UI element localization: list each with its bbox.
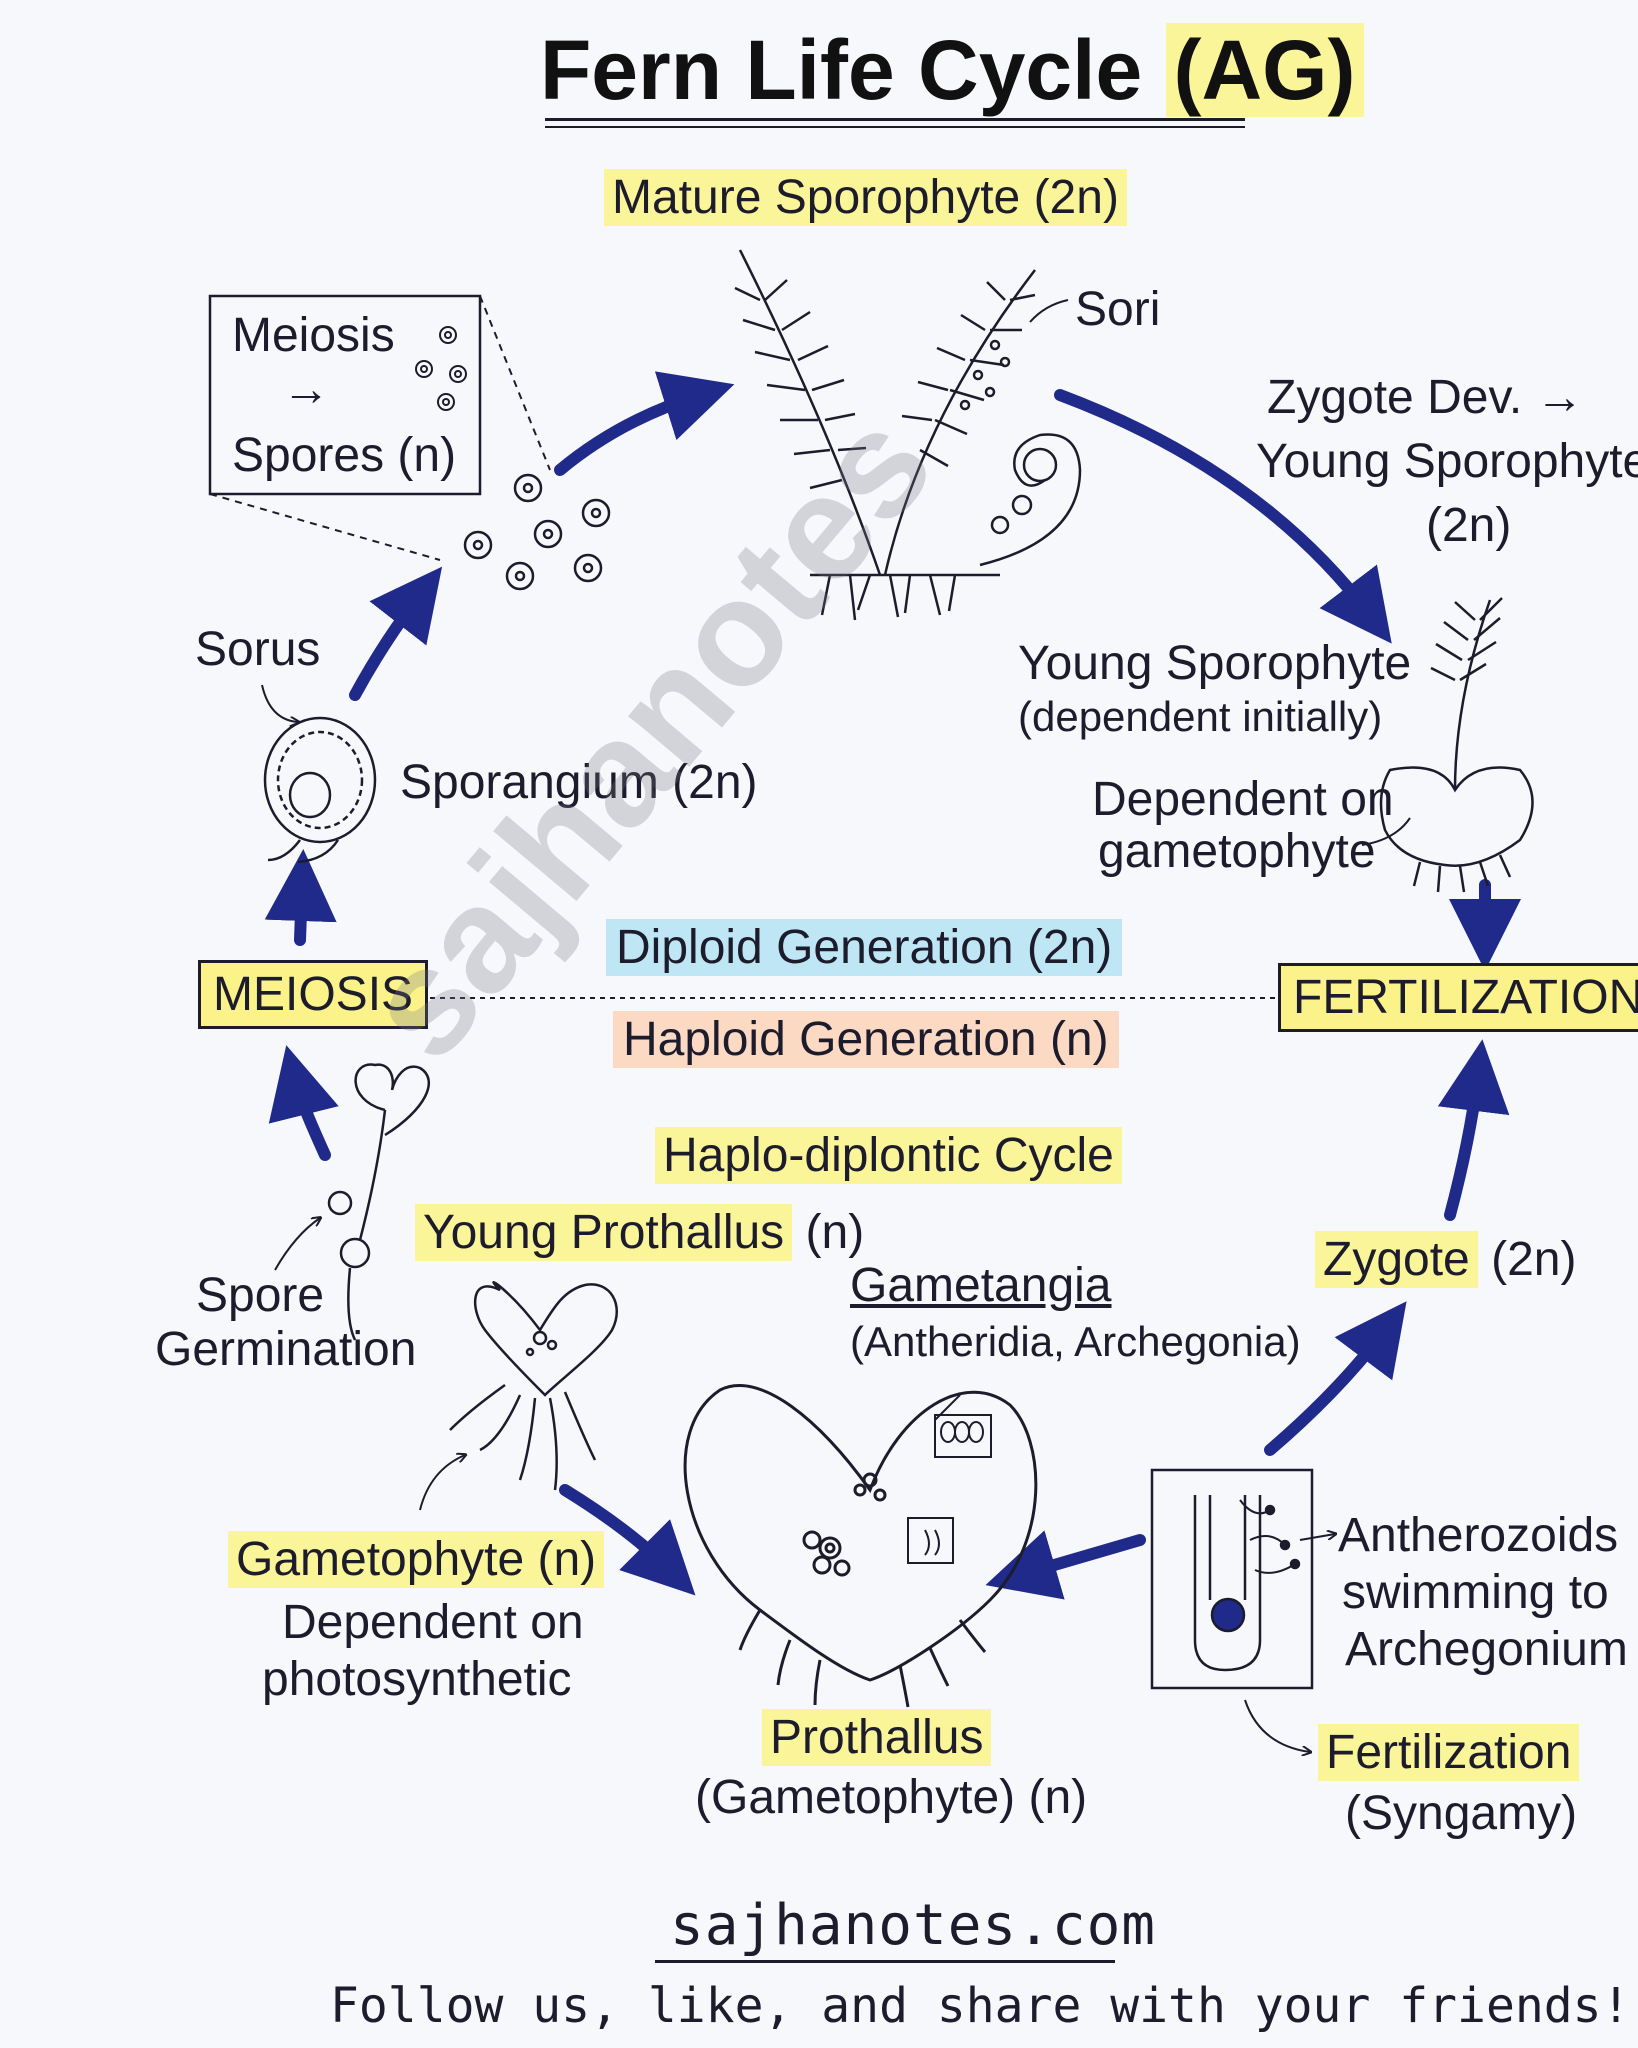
site-underline — [655, 1960, 1115, 1963]
label-cycle: Haplo-diplontic Cycle — [655, 1127, 1122, 1184]
fertilization-box: FERTILIZATION — [1278, 963, 1638, 1033]
arrow-sporophyte-to-young — [1054, 389, 1392, 644]
label-sorus: Sorus — [195, 623, 321, 676]
released-spores — [463, 473, 611, 591]
inset-spores-label: Spores (n) — [232, 429, 457, 482]
label-young-sporophyte: Young Sporophyte — [1018, 637, 1412, 690]
label-zygote-dev-2: Young Sporophyte — [1256, 435, 1638, 488]
title-underline-2 — [545, 126, 1245, 128]
label-prothallus-2: (Gametophyte) (n) — [695, 1771, 1088, 1824]
label-spore-germination-2: Germination — [155, 1323, 417, 1376]
arrow-fertilization-to-zygote — [1437, 1039, 1510, 1221]
label-prothallus: Prothallus — [762, 1709, 992, 1766]
antherozoid-pointer — [1299, 1534, 1335, 1541]
archegonium-illustration — [1150, 1468, 1314, 1690]
label-antherozoids-2: swimming to — [1342, 1566, 1609, 1619]
arrow-gametophyte-to-prothallus — [559, 1484, 696, 1596]
arrow-meiosis-to-sporangium — [264, 849, 337, 946]
page-title: Fern Life Cycle (AG) — [540, 22, 1364, 119]
mature-sporophyte-illustration — [734, 249, 1082, 621]
dependent-pointer — [1361, 817, 1411, 846]
meiosis-box: MEIOSIS — [198, 960, 429, 1030]
young-sporophyte-illustration — [1379, 597, 1534, 893]
label-zygote-dev: Zygote Dev. → — [1267, 371, 1584, 424]
label-sori: Sori — [1075, 283, 1161, 336]
gametophyte-pointer — [419, 1455, 465, 1511]
meiosis-inset-box — [208, 294, 482, 496]
germinating-spore-illustration — [327, 1063, 431, 1341]
label-zygote-dev-3: (2n) — [1426, 499, 1512, 552]
label-gametophyte: Gametophyte (n) — [228, 1531, 605, 1588]
label-spore-germination: Spore — [196, 1269, 325, 1322]
sporangium-illustration — [263, 716, 377, 864]
label-mature-sporophyte: Mature Sporophyte (2n) — [604, 169, 1127, 226]
label-fertilization-2: (Syngamy) — [1345, 1787, 1578, 1840]
arrow-antherozoids-to-prothallus — [985, 1530, 1146, 1600]
prothallus-illustration — [683, 1384, 1038, 1708]
inset-meiosis-label: Meiosis — [232, 309, 395, 362]
label-diploid: Diploid Generation (2n) — [606, 919, 1123, 976]
sori-pointer — [1029, 299, 1069, 323]
arrow-sporangium-to-spores — [349, 566, 443, 701]
sorus-pointer — [261, 684, 298, 722]
spore-germ-pointer — [274, 1218, 320, 1271]
label-dependent-2: gametophyte — [1098, 825, 1376, 878]
label-gametophyte-3: photosynthetic — [262, 1653, 572, 1706]
label-young-sporophyte-note: (dependent initially) — [1018, 693, 1383, 740]
gametangia-pointer — [934, 1394, 961, 1421]
title-tag: (AG) — [1165, 23, 1364, 117]
follow-text: Follow us, like, and share with your fri… — [330, 1978, 1631, 2034]
cycle-arrows — [264, 371, 1521, 1600]
label-antherozoids-3: Archegonium — [1345, 1623, 1628, 1676]
fertilization-pointer — [1244, 1699, 1310, 1752]
site-link[interactable]: sajhanotes.com — [670, 1893, 1157, 1958]
label-gametangia: Gametangia — [850, 1259, 1112, 1312]
label-young-prothallus: Young Prothallus (n) — [415, 1204, 864, 1261]
young-prothallus-illustration — [449, 1280, 618, 1491]
label-dependent: Dependent on — [1092, 773, 1394, 826]
arrow-zygote-to-antherozoids — [1264, 1301, 1407, 1456]
label-zygote: Zygote (2n) — [1315, 1231, 1576, 1288]
label-sporangium: Sporangium (2n) — [400, 756, 758, 809]
label-gametangia-2: (Antheridia, Archegonia) — [850, 1318, 1301, 1365]
inset-arrow-icon: → — [282, 363, 330, 416]
label-haploid: Haploid Generation (n) — [613, 1011, 1119, 1068]
arrow-germination-to-meiosis — [268, 1045, 339, 1161]
arrow-spores-to-sporophyte — [554, 371, 735, 476]
label-gametophyte-2: Dependent on — [282, 1596, 584, 1649]
title-underline — [545, 118, 1245, 121]
label-antherozoids: Antherozoids — [1338, 1509, 1619, 1562]
title-main: Fern Life Cycle — [540, 23, 1143, 117]
inset-spores — [415, 326, 467, 411]
label-fertilization: Fertilization — [1318, 1724, 1580, 1781]
